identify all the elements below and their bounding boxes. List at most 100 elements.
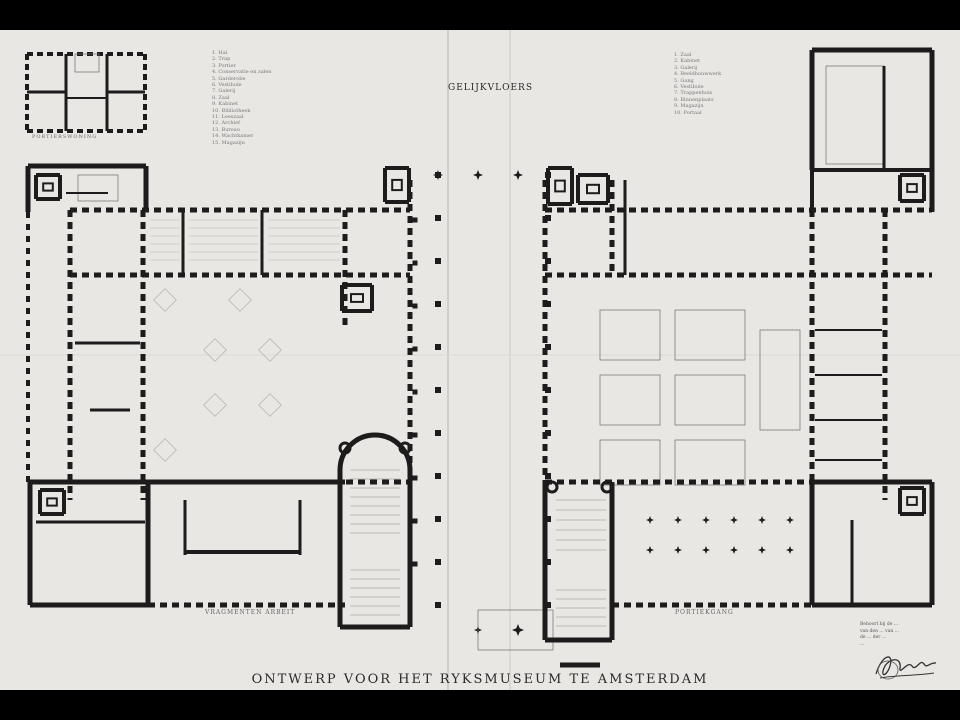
wall-segment: [87, 129, 93, 133]
wall-segment: [140, 234, 146, 241]
wall-segment: [809, 270, 815, 277]
pier: [435, 344, 441, 350]
note-text: Behoort bij de ...van den ... van ...de …: [860, 622, 899, 648]
wall: [812, 602, 932, 608]
wall-segment: [542, 276, 548, 283]
wall-segment: [226, 479, 233, 485]
wall-segment: [394, 207, 401, 213]
wall-segment: [593, 207, 600, 213]
wall-segment: [542, 204, 548, 211]
wall-segment: [725, 479, 732, 485]
wall-segment: [382, 207, 389, 213]
room-outline: [674, 439, 746, 486]
wall-segment: [140, 462, 146, 469]
wall-segment: [407, 384, 413, 391]
wall: [560, 662, 600, 668]
wall-segment: [25, 84, 29, 90]
wall-segment: [67, 258, 73, 265]
wall-segment: [172, 602, 179, 608]
wall-segment: [542, 420, 548, 427]
wall-segment: [26, 332, 30, 338]
wall: [606, 175, 610, 203]
wall-segment: [26, 440, 30, 446]
wall-segment: [67, 486, 73, 493]
wall-segment: [26, 452, 30, 458]
wall-segment: [542, 192, 548, 199]
pier: [435, 215, 441, 221]
wall-segment: [689, 272, 696, 278]
legend-item: 7. Trappenhuis: [674, 90, 713, 97]
wall-segment: [542, 252, 548, 259]
pier: [545, 602, 551, 608]
wall-segment: [857, 207, 864, 213]
wall-segment: [67, 390, 73, 397]
wall: [181, 210, 185, 275]
pier: [545, 516, 551, 522]
wall-segment: [82, 207, 89, 213]
wall-segment: [629, 479, 636, 485]
wall-segment: [785, 272, 792, 278]
wall-segment: [140, 294, 146, 301]
wall-segment: [809, 426, 815, 433]
wall-segment: [304, 479, 311, 485]
wall-segment: [77, 129, 83, 133]
column-pier: [674, 546, 682, 554]
wall-segment: [25, 54, 29, 60]
wall: [185, 550, 300, 554]
wall-segment: [609, 264, 615, 271]
wall-segment: [358, 479, 365, 485]
wall-segment: [701, 207, 708, 213]
wall-segment: [25, 104, 29, 110]
wall-segment: [358, 272, 365, 278]
wall-segment: [893, 207, 900, 213]
pier: [412, 389, 418, 395]
wall-segment: [143, 74, 147, 80]
wall: [546, 168, 550, 204]
floor-pattern: [203, 338, 227, 362]
wall-segment: [929, 272, 932, 278]
column-pier: [730, 516, 738, 524]
wall-segment: [137, 129, 143, 133]
wall-segment: [684, 602, 691, 608]
wall: [929, 50, 935, 212]
wall-segment: [394, 479, 401, 485]
wall-segment: [809, 234, 815, 241]
wall-segment: [882, 318, 888, 325]
legend-item: 5. Gang: [674, 77, 694, 84]
wall-segment: [140, 486, 146, 493]
wall-segment: [322, 207, 329, 213]
room-outline: [759, 329, 801, 431]
wall-segment: [202, 272, 209, 278]
wall-segment: [407, 336, 413, 343]
wall-segment: [677, 272, 684, 278]
wall: [34, 175, 38, 199]
wall-segment: [882, 270, 888, 277]
column-pier: [702, 516, 710, 524]
room-outline: [599, 439, 661, 486]
pier: [412, 561, 418, 567]
legend-item: 10. Bibliotheek: [212, 107, 251, 114]
wall-segment: [609, 192, 615, 199]
wall-segment: [809, 402, 815, 409]
wall-segment: [617, 479, 624, 485]
right-wing-label: PORTIEKGANG: [675, 609, 734, 616]
wall-segment: [809, 354, 815, 361]
wall-segment: [636, 602, 643, 608]
pier: [435, 387, 441, 393]
wall-segment: [617, 272, 624, 278]
legend-item: 8. Binnenplaats: [674, 96, 714, 103]
wall-segment: [97, 129, 103, 133]
wall-segment: [328, 602, 335, 608]
pier: [412, 518, 418, 524]
wall-segment: [140, 438, 146, 445]
wall: [545, 637, 612, 643]
wall-segment: [67, 414, 73, 421]
room-outline: [77, 174, 119, 202]
pier: [435, 602, 441, 608]
wall-segment: [809, 474, 815, 481]
column-pier: [730, 546, 738, 554]
note-line: van den ... van ...: [860, 628, 899, 634]
wall-segment: [140, 498, 146, 500]
wall-segment: [833, 207, 840, 213]
